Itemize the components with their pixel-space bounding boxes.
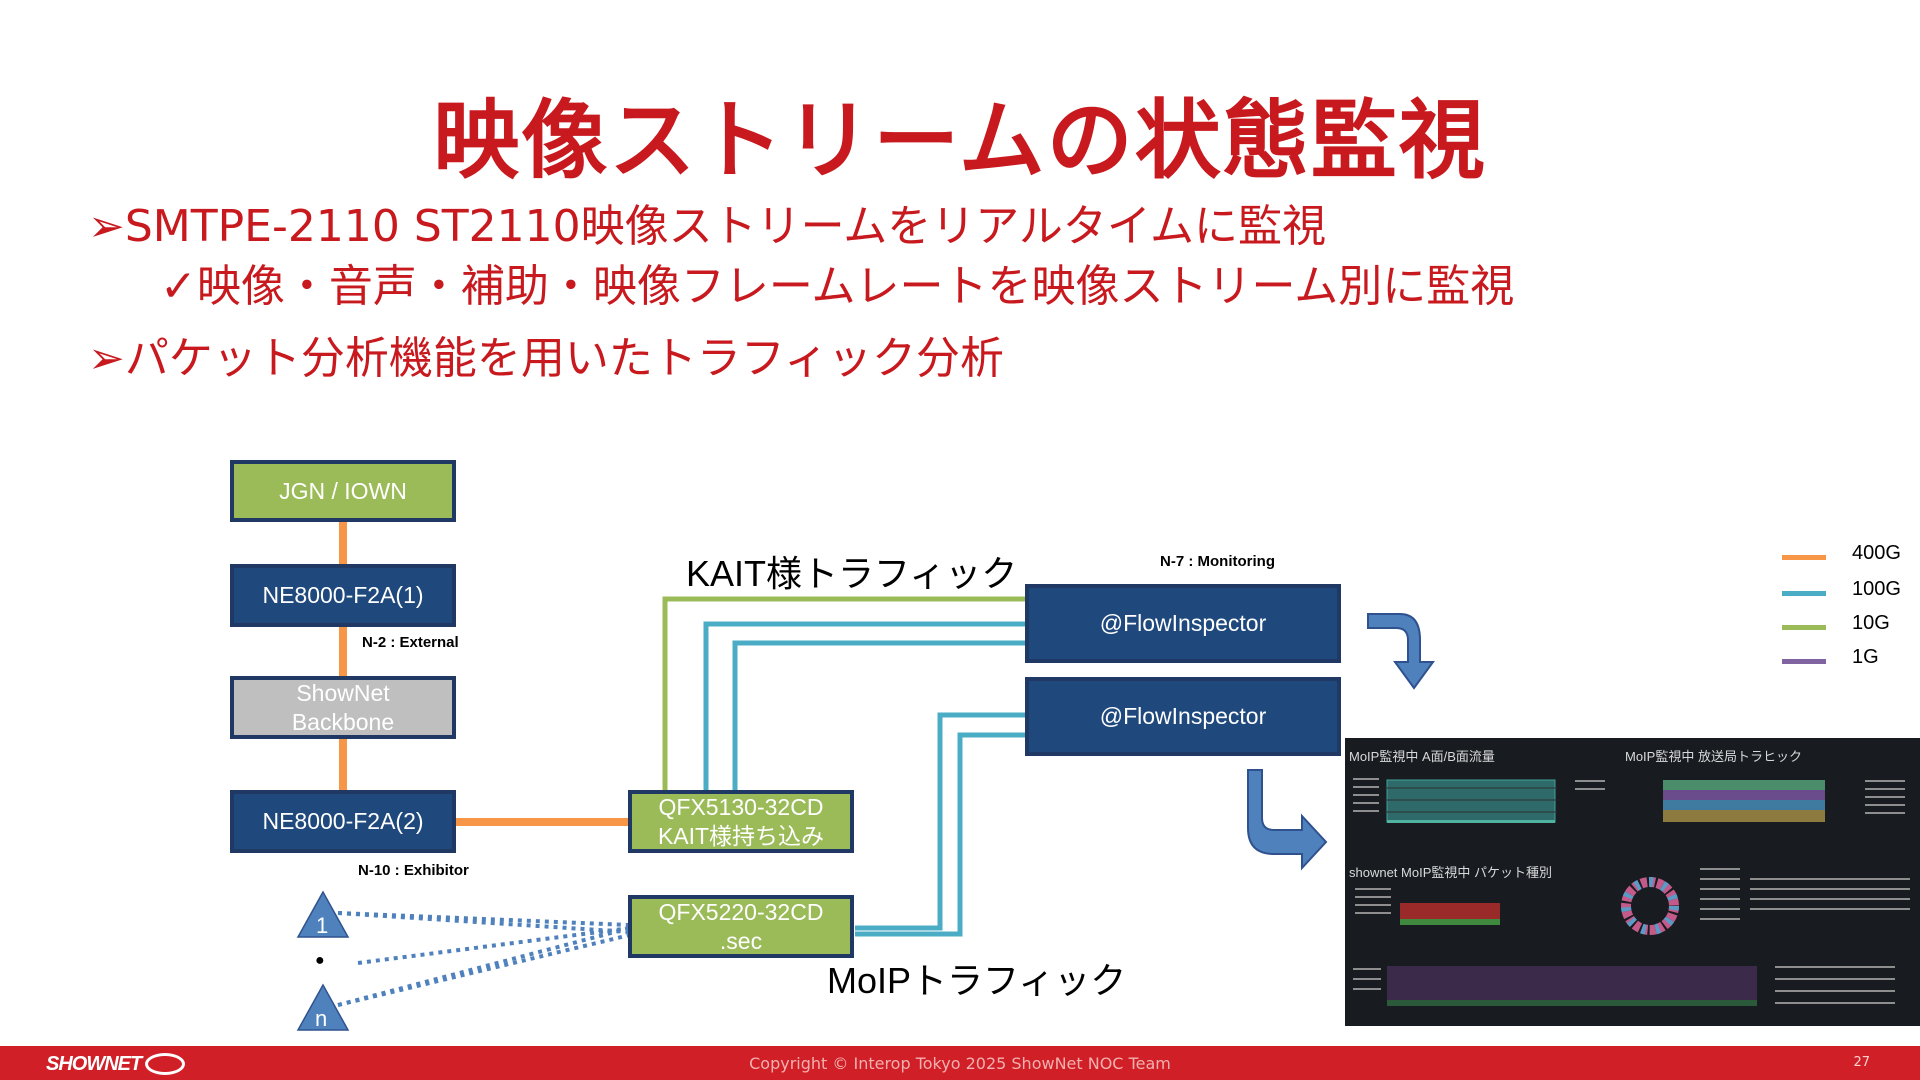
legend-swatch (1782, 625, 1826, 630)
triangle-label-n: n (315, 1006, 328, 1031)
legend-10g: 10G (1782, 612, 1920, 642)
label-n2-external: N-2 : External (362, 634, 459, 651)
dashboard-panel-title: MoIP監視中 A面/B面流量 (1349, 749, 1495, 764)
logo-text: SHOWNET (46, 1052, 142, 1075)
legend-100g: 100G (1782, 578, 1920, 608)
backbone-line-1: ShowNet (296, 679, 390, 706)
ellipsis-dot: ● (315, 952, 325, 969)
node-qfx5130: QFX5130-32CD KAIT様持ち込み (628, 790, 854, 853)
node-qfx5220: QFX5220-32CD .sec (628, 895, 854, 958)
label-n7-monitoring: N-7 : Monitoring (1160, 553, 1275, 570)
node-flowinspector-1: @FlowInspector (1025, 584, 1341, 663)
qfx5130-line-2: KAIT様持ち込み (657, 822, 825, 849)
monitoring-dashboard-screenshot: MoIP監視中 A面/B面流量 MoIP監視中 放送局トラヒック shownet… (1345, 738, 1920, 1026)
curved-arrow-icon (1247, 769, 1328, 871)
bullet-2-text: 映像・音声・補助・映像フレームレートを映像ストリーム別に監視 (196, 261, 1515, 312)
bullet-3-text: パケット分析機能を用いたトラフィック分析 (124, 333, 1004, 384)
dashboard-panel-title: shownet MoIP監視中 パケット種別 (1349, 865, 1552, 880)
legend-swatch (1782, 555, 1826, 560)
kait-100g-link-1 (703, 621, 1028, 791)
arrow-bullet-icon: ➢ (88, 333, 125, 384)
legend-400g: 400G (1782, 542, 1920, 572)
legend-swatch (1782, 659, 1826, 664)
exhibitor-link-1b (337, 911, 631, 934)
legend-label: 1G (1852, 646, 1879, 668)
kait-10g-link (662, 596, 1028, 791)
qfx5220-line-2: .sec (719, 927, 763, 954)
node-jgn-iown: JGN / IOWN (230, 460, 456, 522)
qfx5130-line-1: QFX5130-32CD (658, 793, 824, 820)
legend-label: 10G (1852, 612, 1890, 634)
kait-100g-link-2 (732, 640, 1028, 791)
node-shownet-backbone: ShowNet Backbone (230, 676, 456, 739)
legend-1g: 1G (1782, 646, 1920, 676)
node-flowinspector-2: @FlowInspector (1025, 677, 1341, 756)
exhibitor-link-dot (357, 926, 631, 965)
legend-swatch (1782, 591, 1826, 596)
label-moip-traffic: MoIPトラフィック (827, 960, 1127, 1001)
exhibitor-triangle-1 (296, 890, 350, 938)
dashboard-panel-title: MoIP監視中 放送局トラヒック (1625, 749, 1802, 764)
curved-arrow-icon (1367, 613, 1435, 690)
triangle-label-1: 1 (316, 913, 329, 938)
bullet-1-text: SMTPE-2110 ST2110映像ストリームをリアルタイムに監視 (124, 201, 1326, 252)
bullet-2: ✓映像・音声・補助・映像フレームレートを映像ストリーム別に監視 (160, 250, 1514, 314)
label-kait-traffic: KAIT様トラフィック (686, 553, 1018, 594)
logo-oval-icon (145, 1053, 186, 1075)
node-ne8000-2: NE8000-F2A(2) (230, 790, 456, 853)
dashboard-graphics (1353, 778, 1910, 1006)
bullet-1: ➢SMTPE-2110 ST2110映像ストリームをリアルタイムに監視 (88, 190, 1326, 254)
slide-title: 映像ストリームの状態監視 (433, 91, 1487, 191)
copyright: Copyright © Interop Tokyo 2025 ShowNet N… (749, 1054, 1171, 1073)
label-n10-exhibitor: N-10 : Exhibitor (358, 862, 469, 879)
qfx5220-line-1: QFX5220-32CD (658, 898, 824, 925)
check-bullet-icon: ✓ (160, 261, 197, 312)
legend-label: 400G (1852, 542, 1901, 564)
legend-label: 100G (1852, 578, 1901, 600)
arrow-bullet-icon: ➢ (88, 201, 125, 252)
page-number: 27 (1853, 1055, 1870, 1070)
footer-bar: SHOWNET Copyright © Interop Tokyo 2025 S… (0, 1046, 1920, 1080)
node-ne8000-1: NE8000-F2A(1) (230, 564, 456, 627)
moip-100g-link-2 (855, 732, 1028, 937)
shownet-logo: SHOWNET (46, 1051, 186, 1077)
bullet-3: ➢パケット分析機能を用いたトラフィック分析 (88, 322, 1004, 386)
moip-100g-link-1 (855, 712, 1028, 931)
exhibitor-triangle-n (296, 983, 350, 1031)
backbone-line-2: Backbone (291, 708, 395, 735)
